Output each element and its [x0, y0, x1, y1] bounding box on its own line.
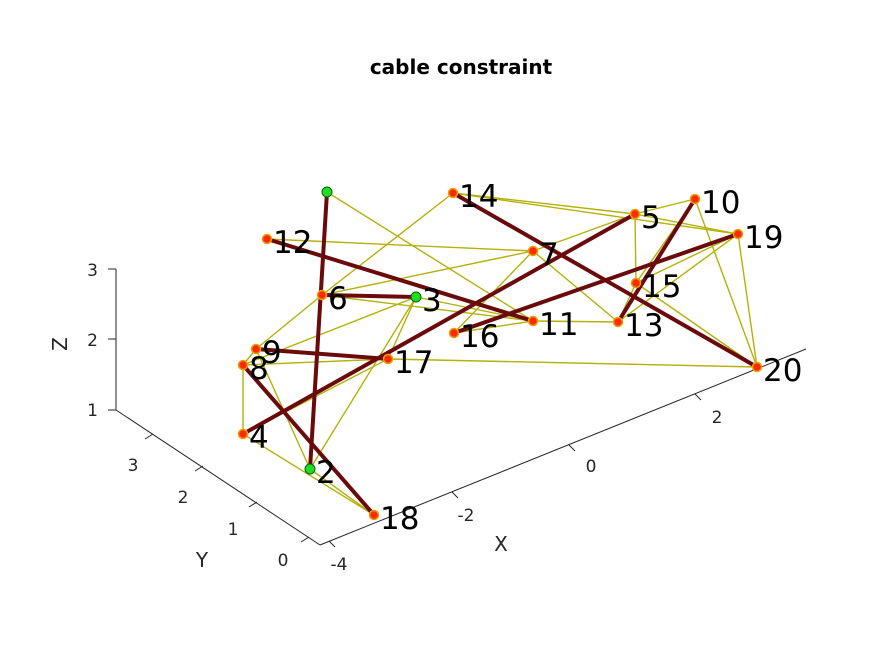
node-13 — [612, 316, 624, 328]
x-tick-label-m2: -2 — [458, 506, 475, 526]
node-label-18: 18 — [380, 501, 419, 537]
node-label-20: 20 — [763, 353, 802, 389]
x-tick-label-2: 2 — [712, 408, 723, 428]
strut-10-13 — [616, 197, 697, 324]
node-3 — [410, 291, 422, 303]
y-tick-label-2: 2 — [178, 488, 189, 508]
node-4 — [237, 428, 249, 440]
y-tick-1 — [248, 501, 258, 508]
cable-2-18 — [309, 468, 375, 516]
node-label-9: 9 — [262, 335, 282, 371]
node-label-19: 19 — [744, 220, 783, 256]
x-tick-m4 — [328, 540, 336, 548]
x-axis-line — [319, 348, 807, 546]
node-6 — [316, 289, 328, 301]
node-label-12: 12 — [273, 225, 312, 261]
z-tick-label-3: 3 — [87, 261, 98, 281]
x-tick-label-0: 0 — [586, 457, 597, 477]
y-tick-0 — [300, 536, 310, 543]
node-label-15: 15 — [642, 269, 681, 305]
strut-6-3 — [320, 293, 418, 299]
strut-8-18 — [241, 363, 376, 517]
node-label-4: 4 — [249, 420, 269, 456]
cable-15-20 — [635, 282, 758, 368]
cable-13-19 — [617, 233, 739, 323]
nodes-layer — [237, 186, 763, 521]
strut-12-11 — [265, 237, 535, 323]
node-16 — [448, 327, 460, 339]
node-1 — [321, 186, 333, 198]
cable-11-13 — [532, 320, 619, 323]
cable-10-5 — [634, 198, 696, 215]
cable-12-7 — [266, 238, 534, 252]
node-19 — [732, 228, 744, 240]
node-label-5: 5 — [641, 200, 661, 236]
strut-16-19 — [452, 232, 740, 335]
struts-layer — [241, 190, 759, 517]
node-12 — [261, 233, 273, 245]
node-label-10: 10 — [701, 185, 740, 221]
cable-3-8 — [242, 296, 417, 366]
x-tick-2 — [694, 393, 702, 401]
node-label-2: 2 — [316, 455, 336, 491]
axes: 3 2 1 3 2 1 0 -4 -2 0 2 Z Y X — [48, 261, 807, 575]
node-18 — [368, 509, 380, 521]
cable-17-20 — [387, 358, 758, 368]
strut-4-5 — [241, 212, 637, 436]
cable-5-15 — [634, 213, 637, 284]
node-label-3: 3 — [422, 283, 442, 319]
y-tick-3 — [144, 433, 154, 440]
z-tick-label-1: 1 — [87, 401, 98, 421]
chart-title: cable constraint — [370, 55, 553, 79]
cable-7-6 — [321, 250, 534, 296]
x-tick-label-m4: -4 — [331, 555, 348, 575]
node-label-13: 13 — [624, 308, 663, 344]
z-axis-label: Z — [48, 337, 72, 351]
z-tick-label-2: 2 — [87, 331, 98, 351]
cable-14-5 — [452, 192, 636, 215]
node-11 — [527, 315, 539, 327]
x-tick-m2 — [451, 491, 459, 499]
node-8 — [237, 359, 249, 371]
y-axis-label: Y — [195, 548, 209, 572]
x-axis-label: X — [494, 532, 508, 556]
node-label-11: 11 — [539, 307, 578, 343]
x-tick-0 — [568, 444, 576, 452]
strut-9-17 — [254, 347, 390, 361]
cable-19-20 — [737, 233, 758, 368]
cable-5-19 — [634, 213, 739, 235]
node-label-7: 7 — [539, 237, 559, 273]
node-17 — [382, 353, 394, 365]
node-label-6: 6 — [328, 281, 348, 317]
cable-16-11 — [453, 320, 534, 334]
node-14 — [447, 187, 459, 199]
y-tick-2 — [194, 465, 204, 472]
cable-7-5 — [532, 213, 636, 252]
cable-3-2 — [309, 296, 417, 470]
strut-1-2 — [308, 190, 329, 471]
node-15 — [630, 277, 642, 289]
y-tick-label-3: 3 — [128, 456, 139, 476]
cable-19-15 — [635, 233, 739, 284]
cable-14-19 — [452, 192, 739, 235]
node-label-8: 8 — [249, 351, 269, 387]
node-label-16: 16 — [460, 319, 499, 355]
node-9 — [250, 343, 262, 355]
node-2 — [304, 463, 316, 475]
y-axis-line — [115, 409, 321, 546]
node-label-17: 17 — [394, 345, 433, 381]
y-tick-label-1: 1 — [228, 520, 239, 540]
node-label-14: 14 — [459, 179, 498, 215]
node-20 — [751, 361, 763, 373]
cable-4-18 — [242, 433, 375, 516]
cable-10-20 — [694, 198, 758, 368]
node-10 — [689, 193, 701, 205]
cable-6-9 — [255, 294, 323, 350]
node-5 — [629, 208, 641, 220]
cable-1-11 — [326, 191, 534, 322]
y-tick-label-0: 0 — [278, 551, 289, 571]
node-7 — [527, 245, 539, 257]
